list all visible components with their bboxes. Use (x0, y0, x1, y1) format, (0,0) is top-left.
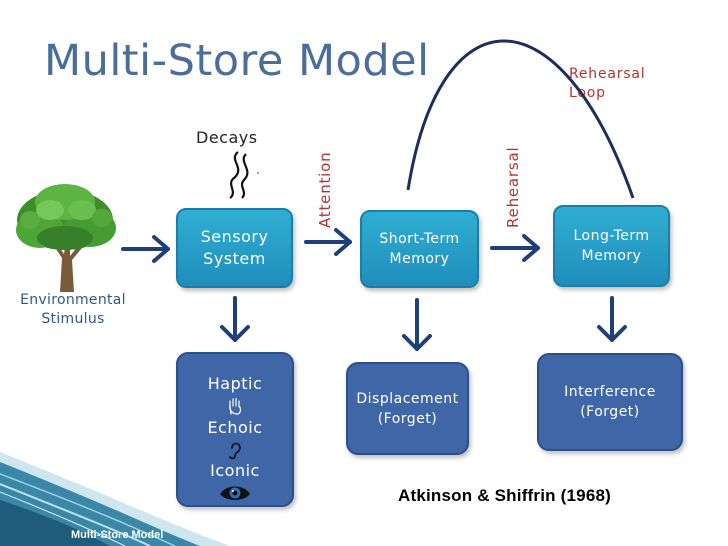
arrow-stm-down (402, 298, 432, 351)
page-title: Multi-Store Model (44, 36, 430, 86)
environmental-stimulus-label: Environmental Stimulus (20, 292, 126, 327)
interference-box: Interference (Forget) (537, 353, 683, 451)
tree-icon (16, 184, 116, 292)
ear-icon (228, 438, 242, 462)
footer-swoosh (0, 452, 230, 546)
rehearsal-loop-arc (406, 39, 635, 199)
echoic-label: Echoic (207, 417, 263, 437)
arrow-stm-to-ltm (490, 234, 540, 262)
iconic-label: Iconic (210, 461, 260, 481)
arrow-sensory-down (220, 296, 250, 342)
long-term-memory-box: Long-Term Memory (553, 205, 670, 287)
arrow-sensory-to-stm (304, 228, 352, 256)
decay-wave-icon (229, 151, 259, 199)
citation-label: Atkinson & Shiffrin (1968) (398, 486, 612, 505)
sensory-modalities-box: Haptic Echoic Iconic (176, 352, 294, 507)
arrow-ltm-down (597, 296, 627, 342)
sensory-system-box: Sensory System (176, 208, 293, 288)
eye-icon (218, 481, 252, 505)
arrow-stimulus-to-sensory (121, 235, 170, 263)
short-term-memory-box: Short-Term Memory (360, 210, 479, 288)
decays-label: Decays (196, 128, 258, 147)
footer-label: Multi-Store Model (71, 529, 164, 541)
haptic-label: Haptic (207, 374, 263, 393)
hand-icon (228, 394, 242, 418)
displacement-box: Displacement (Forget) (346, 362, 469, 455)
